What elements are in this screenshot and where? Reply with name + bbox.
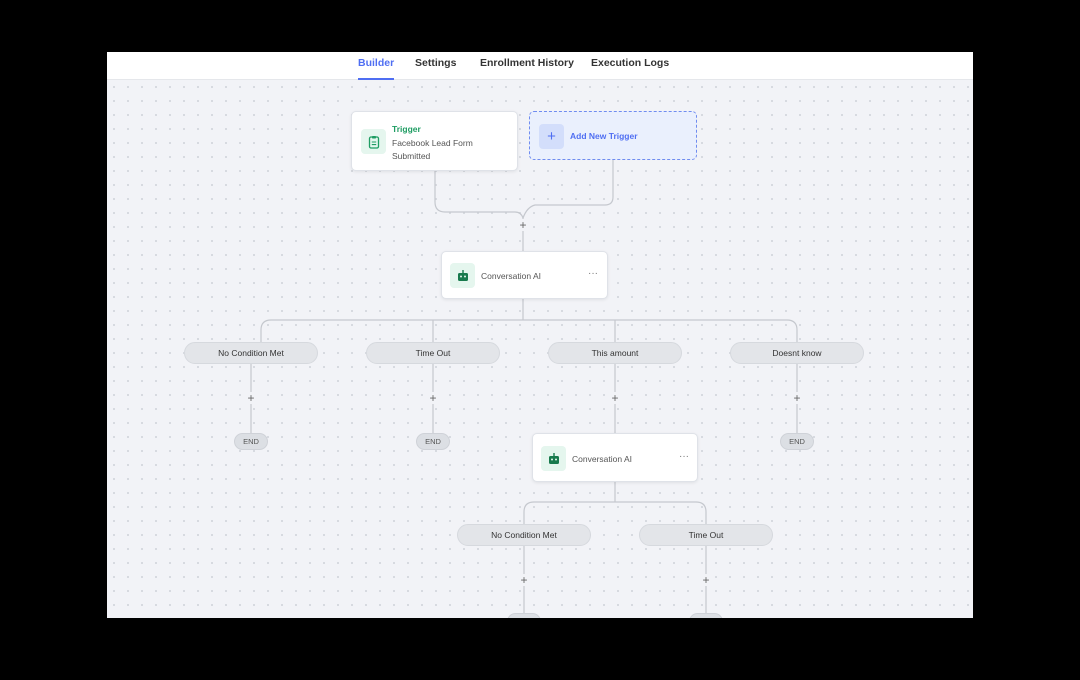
trigger-name: Facebook Lead Form Submitted xyxy=(392,138,473,161)
tab-builder[interactable]: Builder xyxy=(358,57,395,80)
workflow-builder: Builder Settings Enrollment History Exec… xyxy=(107,52,973,618)
end-node xyxy=(689,613,723,618)
tab-enrollment-history[interactable]: Enrollment History xyxy=(480,57,574,69)
plus-icon: + xyxy=(539,124,564,149)
add-step-plus[interactable]: + xyxy=(517,219,529,231)
branch-pill[interactable]: Time Out xyxy=(366,342,500,364)
tab-settings[interactable]: Settings xyxy=(415,57,457,69)
top-tabs: Builder Settings Enrollment History Exec… xyxy=(107,52,973,80)
trigger-label: Trigger xyxy=(392,124,421,134)
trigger-card[interactable]: Trigger Facebook Lead Form Submitted xyxy=(351,111,518,171)
more-options-icon[interactable]: ··· xyxy=(679,451,689,462)
add-step-plus[interactable]: + xyxy=(245,392,257,404)
add-trigger-label: Add New Trigger xyxy=(570,131,638,141)
branch-pill[interactable]: No Condition Met xyxy=(184,342,318,364)
end-node: END xyxy=(416,433,450,450)
branch-pill[interactable]: This amount xyxy=(548,342,682,364)
branch-pill[interactable]: Doesnt know xyxy=(730,342,864,364)
action-label: Conversation AI xyxy=(481,271,542,281)
add-step-plus[interactable]: + xyxy=(518,574,530,586)
add-step-plus[interactable]: + xyxy=(609,392,621,404)
conversation-ai-card[interactable]: Conversation AI ··· xyxy=(441,251,608,299)
conversation-ai-card[interactable]: Conversation AI ··· xyxy=(532,433,698,482)
add-step-plus[interactable]: + xyxy=(427,392,439,404)
action-label: Conversation AI xyxy=(572,454,633,464)
add-step-plus[interactable]: + xyxy=(700,574,712,586)
tab-execution-logs[interactable]: Execution Logs xyxy=(591,57,670,69)
branch-pill[interactable]: No Condition Met xyxy=(457,524,591,546)
end-node xyxy=(507,613,541,618)
clipboard-icon xyxy=(361,129,386,154)
branch-pill[interactable]: Time Out xyxy=(639,524,773,546)
end-node: END xyxy=(234,433,268,450)
add-new-trigger-button[interactable]: + Add New Trigger xyxy=(529,111,697,160)
end-node: END xyxy=(780,433,814,450)
robot-icon xyxy=(450,263,475,288)
add-step-plus[interactable]: + xyxy=(791,392,803,404)
more-options-icon[interactable]: ··· xyxy=(588,268,598,279)
robot-icon xyxy=(541,446,566,471)
